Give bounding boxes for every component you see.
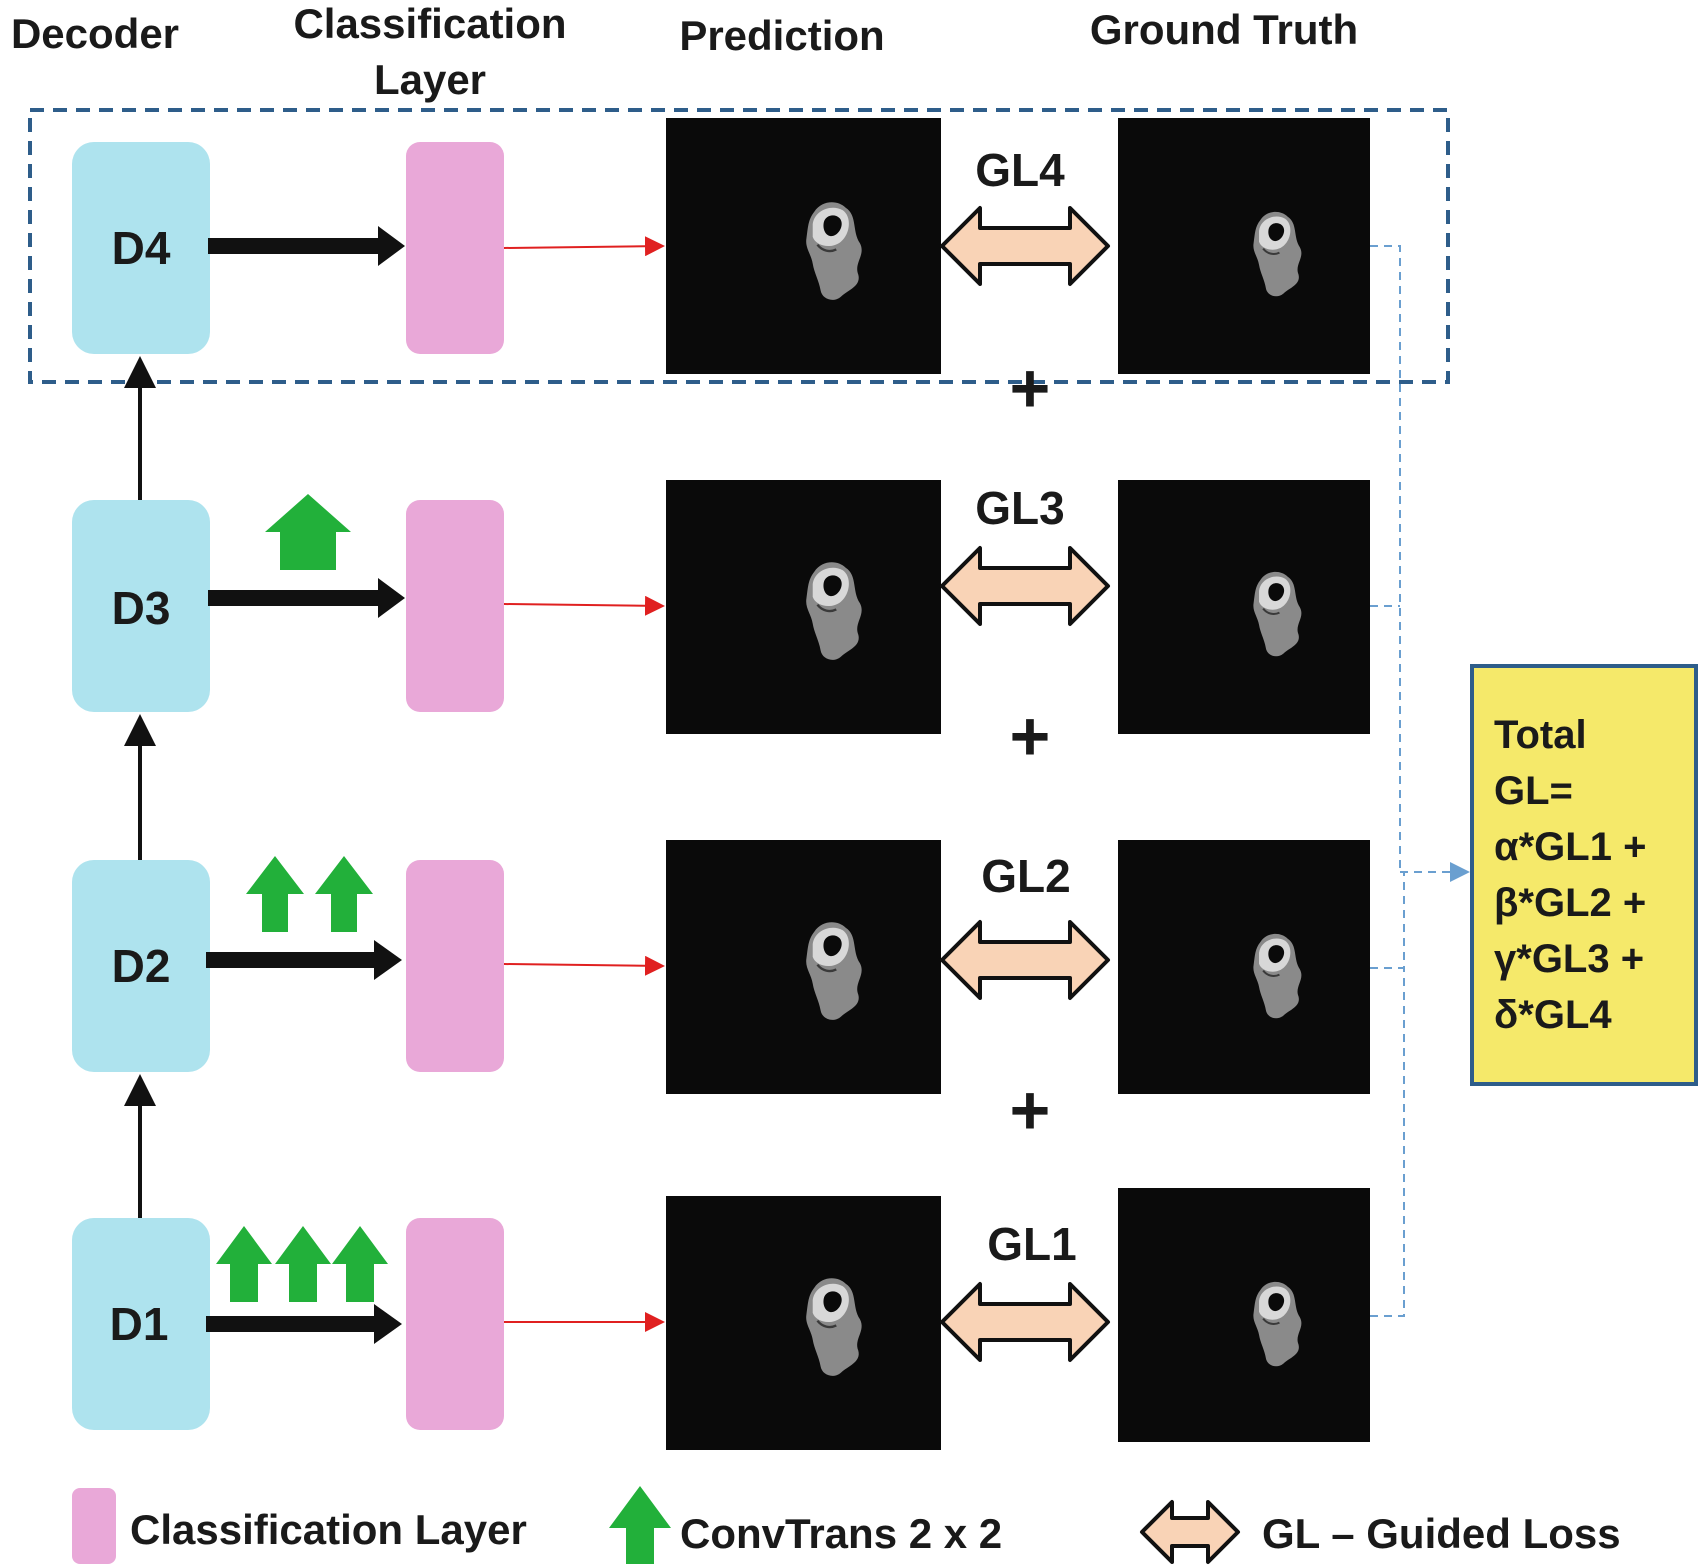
prediction-image-d1 xyxy=(666,1196,941,1450)
d4-red-arrow xyxy=(503,236,665,257)
d2-forward-arrow xyxy=(206,940,402,980)
green-up-arrow-icon xyxy=(315,856,373,932)
total-connectors xyxy=(1370,245,1470,1317)
total-line-1: Total xyxy=(1494,713,1587,757)
legend-classification-label: Classification Layer xyxy=(130,1506,527,1553)
header-ground-truth: Ground Truth xyxy=(1090,6,1358,53)
total-line-3: α*GL1 + xyxy=(1494,825,1646,869)
plus-sign-2: + xyxy=(1010,697,1051,775)
row-d1: D1 GL1 xyxy=(72,1188,1370,1450)
d2-red-arrow xyxy=(503,955,665,976)
legend-classification-swatch xyxy=(72,1488,116,1564)
ground-truth-image-d1 xyxy=(1118,1188,1370,1442)
decoder-block-d4 xyxy=(72,142,210,354)
classification-block-d3 xyxy=(406,500,504,712)
prediction-image-d4 xyxy=(666,118,941,374)
total-line-6: δ*GL4 xyxy=(1494,993,1612,1037)
loss-label-gl2: GL2 xyxy=(981,850,1070,902)
decoder-block-d2 xyxy=(72,860,210,1072)
green-up-arrow-icon xyxy=(609,1486,671,1564)
total-line-2: GL= xyxy=(1494,769,1573,813)
decoder-block-d3 xyxy=(72,500,210,712)
loss-label-gl1: GL1 xyxy=(987,1218,1076,1270)
header-decoder: Decoder xyxy=(11,10,179,57)
header-classification-line1: Classification xyxy=(293,0,566,47)
decoder-label-d4: D4 xyxy=(112,222,171,274)
legend: Classification Layer ConvTrans 2 x 2 GL … xyxy=(72,1486,1621,1564)
d1-forward-arrow xyxy=(206,1304,402,1344)
prediction-image-d3 xyxy=(666,480,941,734)
decoder-label-d1: D1 xyxy=(110,1298,169,1350)
ground-truth-image-d3 xyxy=(1118,480,1370,734)
d4-forward-arrow xyxy=(208,226,405,266)
plus-sign-3: + xyxy=(1010,1071,1051,1149)
green-up-arrow-icon xyxy=(246,856,304,932)
total-line-4: β*GL2 + xyxy=(1494,881,1646,925)
decoder-label-d2: D2 xyxy=(112,940,171,992)
decoder-block-d1 xyxy=(72,1218,210,1430)
double-headed-arrow-icon xyxy=(940,920,1110,1000)
double-headed-arrow-icon xyxy=(940,206,1110,286)
ground-truth-image-d2 xyxy=(1118,840,1370,1094)
green-up-arrow-icon xyxy=(332,1226,388,1302)
total-gl-box xyxy=(1470,664,1698,1086)
classification-block-d2 xyxy=(406,860,504,1072)
total-line-5: γ*GL3 + xyxy=(1494,937,1644,981)
classification-block-d4 xyxy=(406,142,504,354)
prediction-image-d2 xyxy=(666,840,941,1094)
ground-truth-image-d4 xyxy=(1118,118,1370,374)
d3-red-arrow xyxy=(503,595,665,616)
loss-label-gl4: GL4 xyxy=(975,144,1065,196)
green-up-arrow-icon xyxy=(275,1226,331,1302)
d3-forward-arrow xyxy=(208,578,405,618)
green-up-arrow-icon xyxy=(265,494,351,570)
loss-label-gl3: GL3 xyxy=(975,482,1064,534)
decoder-label-d3: D3 xyxy=(112,582,171,634)
legend-guided-loss-label: GL – Guided Loss xyxy=(1262,1510,1621,1557)
double-headed-arrow-icon xyxy=(940,1282,1110,1362)
double-headed-arrow-icon xyxy=(940,546,1110,626)
row-d4: D4 GL4 xyxy=(72,118,1370,374)
green-up-arrow-icon xyxy=(216,1226,272,1302)
legend-convtrans-label: ConvTrans 2 x 2 xyxy=(680,1510,1002,1557)
plus-sign-1: + xyxy=(1010,349,1051,427)
double-headed-arrow-icon xyxy=(1140,1500,1240,1564)
header-classification-line2: Layer xyxy=(374,56,486,103)
row-d3: D3 GL3 xyxy=(72,480,1370,734)
d4-dashed-outline xyxy=(28,108,1450,384)
row-d2: D2 GL2 xyxy=(72,840,1370,1094)
classification-block-d1 xyxy=(406,1218,504,1430)
header-prediction: Prediction xyxy=(679,12,884,59)
